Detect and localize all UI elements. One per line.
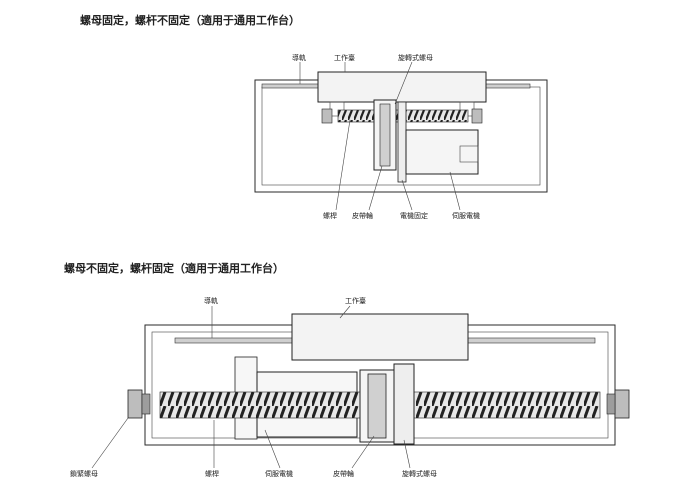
bottom-lock-nut-left-inner	[141, 393, 151, 415]
top-work-table	[317, 71, 487, 103]
top-label-servo-motor: 伺服電機	[452, 211, 480, 220]
bottom-lock-nut-right-inner	[606, 393, 616, 415]
top-motor-mount	[397, 101, 407, 183]
top-rotating-nut	[379, 103, 391, 167]
bottom-label-screw: 螺桿	[205, 469, 219, 478]
top-label-table: 工作臺	[334, 53, 355, 62]
bottom-label-rotating-nut: 旋轉式螺母	[402, 469, 437, 478]
bottom-work-table	[291, 313, 469, 361]
top-machine	[254, 71, 548, 193]
bottom-belt-wheel-core	[367, 373, 387, 439]
top-label-motor-fixed: 電機固定	[400, 211, 428, 220]
bottom-label-servo-motor: 伺服電機	[265, 469, 293, 478]
bottom-label-lock-nut: 鎖緊螺母	[70, 469, 98, 478]
top-label-belt-wheel: 皮帶輪	[352, 211, 373, 220]
top-label-rail: 導軌	[292, 53, 306, 62]
top-end-nut-left	[321, 108, 333, 124]
bottom-label-table: 工作臺	[345, 296, 366, 305]
top-servo-motor	[405, 129, 479, 175]
bottom-machine	[127, 313, 630, 446]
bottom-lock-nut-left	[127, 389, 143, 419]
top-diagram-panel	[64, 0, 604, 238]
bottom-leader-lines	[91, 305, 411, 469]
bottom-label-rail: 導軌	[204, 296, 218, 305]
bottom-rotating-nut	[393, 363, 415, 445]
top-label-screw: 螺桿	[323, 211, 337, 220]
bottom-diagram-heading: 螺母不固定，螺杆固定（適用于通用工作台）	[64, 262, 284, 275]
top-end-nut-right	[471, 108, 483, 124]
bottom-lock-nut-right	[614, 389, 630, 419]
top-leader-lines	[299, 61, 461, 211]
top-diagram-heading: 螺母固定，螺杆不固定（適用于通用工作台）	[80, 14, 300, 27]
top-servo-motor-shaft	[459, 145, 479, 163]
bottom-label-belt-wheel: 皮帶輪	[333, 469, 354, 478]
top-label-rotating-nut: 旋轉式螺母	[398, 53, 433, 62]
